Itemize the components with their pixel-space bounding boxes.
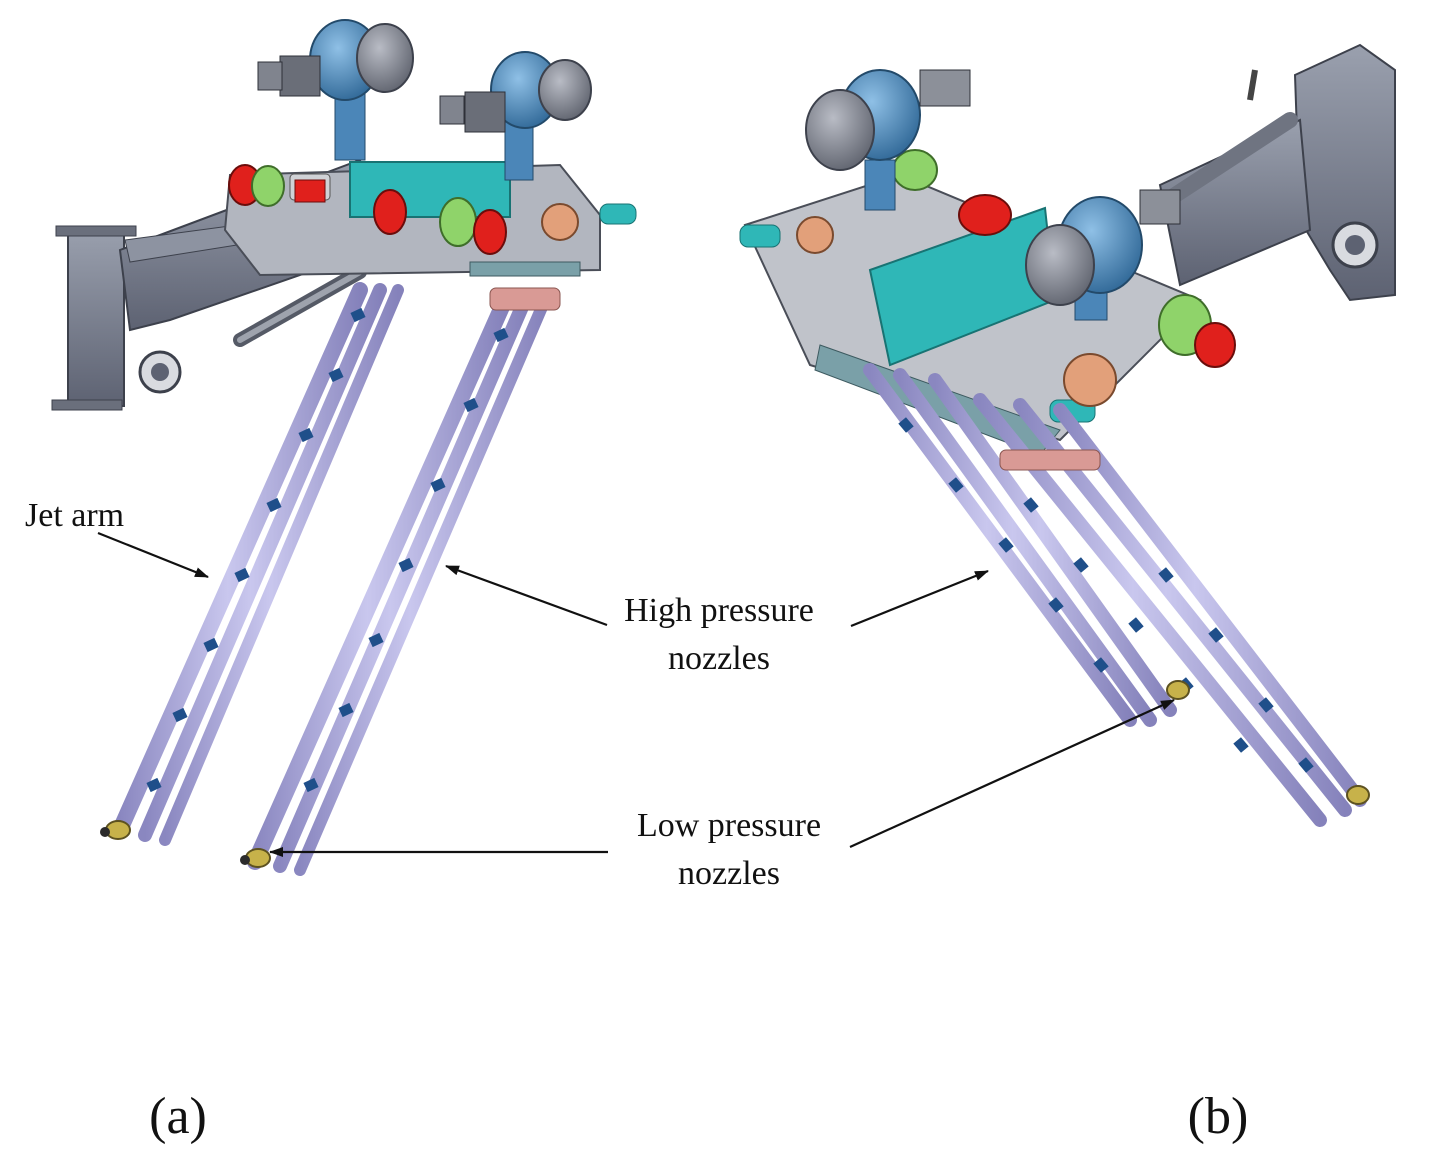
callout-arrows: [97, 531, 1175, 857]
pump-a-1: [257, 19, 414, 161]
panel-label-b: (b): [1188, 1088, 1249, 1145]
label-high-pressure-line2: nozzles: [668, 640, 770, 677]
label-high-pressure-line1: High pressure: [624, 592, 814, 629]
arrow-high-pressure-b: [850, 569, 989, 628]
support-column-a: [51, 225, 182, 411]
label-low-pressure-line1: Low pressure: [637, 807, 821, 844]
high-pressure-nozzles-a: [146, 307, 509, 793]
arrow-high-pressure-a: [445, 564, 608, 627]
pump-a-2: [439, 51, 592, 181]
valve-cluster-b: [796, 149, 1236, 407]
assembly-a-illustration: [51, 19, 637, 876]
valve-cluster-a: [228, 164, 637, 255]
jet-arms-b: [863, 363, 1367, 827]
panel-label-a: (a): [149, 1088, 207, 1145]
pump-b-2: [1025, 189, 1181, 321]
low-pressure-nozzles-a: [100, 820, 271, 868]
assembly-b-illustration: [739, 43, 1396, 827]
label-low-pressure-line2: nozzles: [678, 855, 780, 892]
low-pressure-nozzles-b: [1166, 680, 1370, 805]
support-column-b: [1152, 43, 1396, 302]
jet-arms-a: [112, 282, 561, 876]
arrow-jet-arm: [97, 531, 209, 579]
arrow-low-pressure-b: [849, 698, 1175, 849]
pump-b-1: [805, 69, 971, 211]
label-jet-arm: Jet arm: [25, 497, 124, 534]
